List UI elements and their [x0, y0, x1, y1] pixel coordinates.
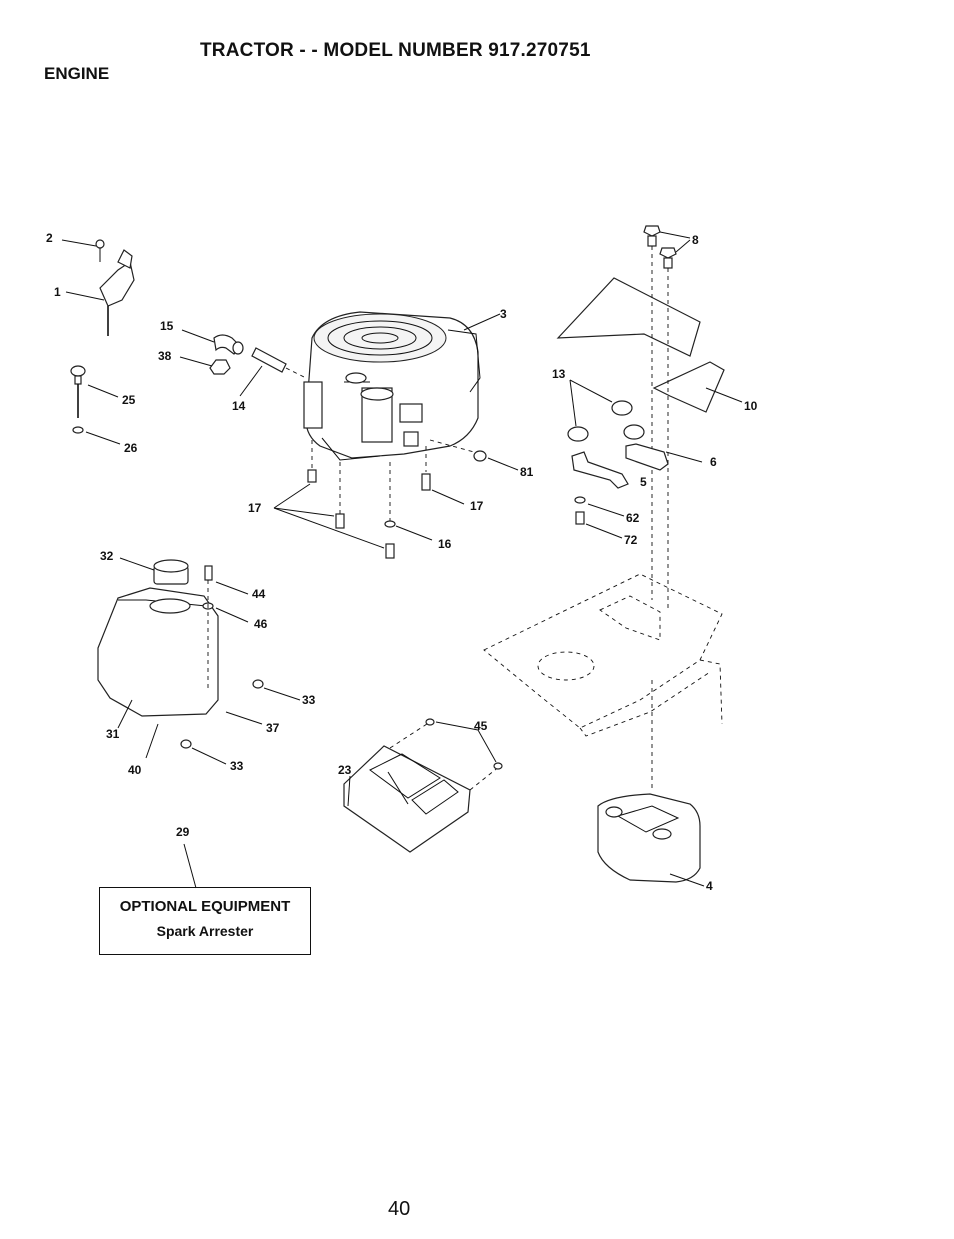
- callout-33a: 33: [302, 693, 316, 707]
- callout-62: 62: [626, 511, 640, 525]
- callout-32: 32: [100, 549, 114, 563]
- chassis-frame-part: [483, 573, 723, 790]
- section-heading: ENGINE: [44, 64, 110, 83]
- callout-10: 10: [744, 399, 758, 413]
- fuel-tank-part: [97, 557, 301, 765]
- callout-15: 15: [160, 319, 174, 333]
- callout-44: 44: [252, 587, 266, 601]
- optional-equipment-title: OPTIONAL EQUIPMENT: [119, 898, 291, 915]
- callout-38: 38: [158, 349, 172, 363]
- callout-72: 72: [624, 533, 638, 547]
- callout-45: 45: [474, 719, 488, 733]
- callout-46: 46: [254, 617, 268, 631]
- callout-81: 81: [520, 465, 534, 479]
- callout-17b: 17: [470, 499, 484, 513]
- exhaust-pipe-part: [567, 379, 703, 539]
- optional-equipment-box: OPTIONAL EQUIPMENT Spark Arrester: [99, 887, 311, 955]
- spark-arrester-leader: [183, 843, 197, 889]
- callout-8: 8: [692, 233, 699, 247]
- heat-shield-part: [343, 718, 503, 853]
- page-title: TRACTOR - - MODEL NUMBER 917.270751: [200, 40, 591, 61]
- muffler-part: [597, 793, 705, 887]
- callout-37: 37: [266, 721, 280, 735]
- callout-4: 4: [706, 879, 713, 893]
- callout-31: 31: [106, 727, 120, 741]
- callout-40: 40: [128, 763, 142, 777]
- optional-equipment-item: Spark Arrester: [156, 923, 254, 939]
- callout-6: 6: [710, 455, 717, 469]
- muffler-deflector-part: [556, 225, 743, 608]
- engine-mount-bolts-part: [273, 440, 465, 559]
- callout-23: 23: [338, 763, 352, 777]
- throttle-control-part: [61, 239, 135, 336]
- callout-29: 29: [176, 825, 190, 839]
- callout-13: 13: [552, 367, 566, 381]
- callout-2: 2: [46, 231, 53, 245]
- callout-14: 14: [232, 399, 246, 413]
- engine-part: [303, 311, 519, 471]
- callout-25: 25: [122, 393, 136, 407]
- callout-5: 5: [640, 475, 647, 489]
- page-number: 40: [388, 1198, 411, 1220]
- callout-33b: 33: [230, 759, 244, 773]
- callout-1: 1: [54, 285, 61, 299]
- dipstick-part: [70, 365, 121, 445]
- callout-16: 16: [438, 537, 452, 551]
- callout-17a: 17: [248, 501, 262, 515]
- callout-26: 26: [124, 441, 138, 455]
- callout-3: 3: [500, 307, 507, 321]
- oil-drain-elbow-part: [179, 329, 307, 397]
